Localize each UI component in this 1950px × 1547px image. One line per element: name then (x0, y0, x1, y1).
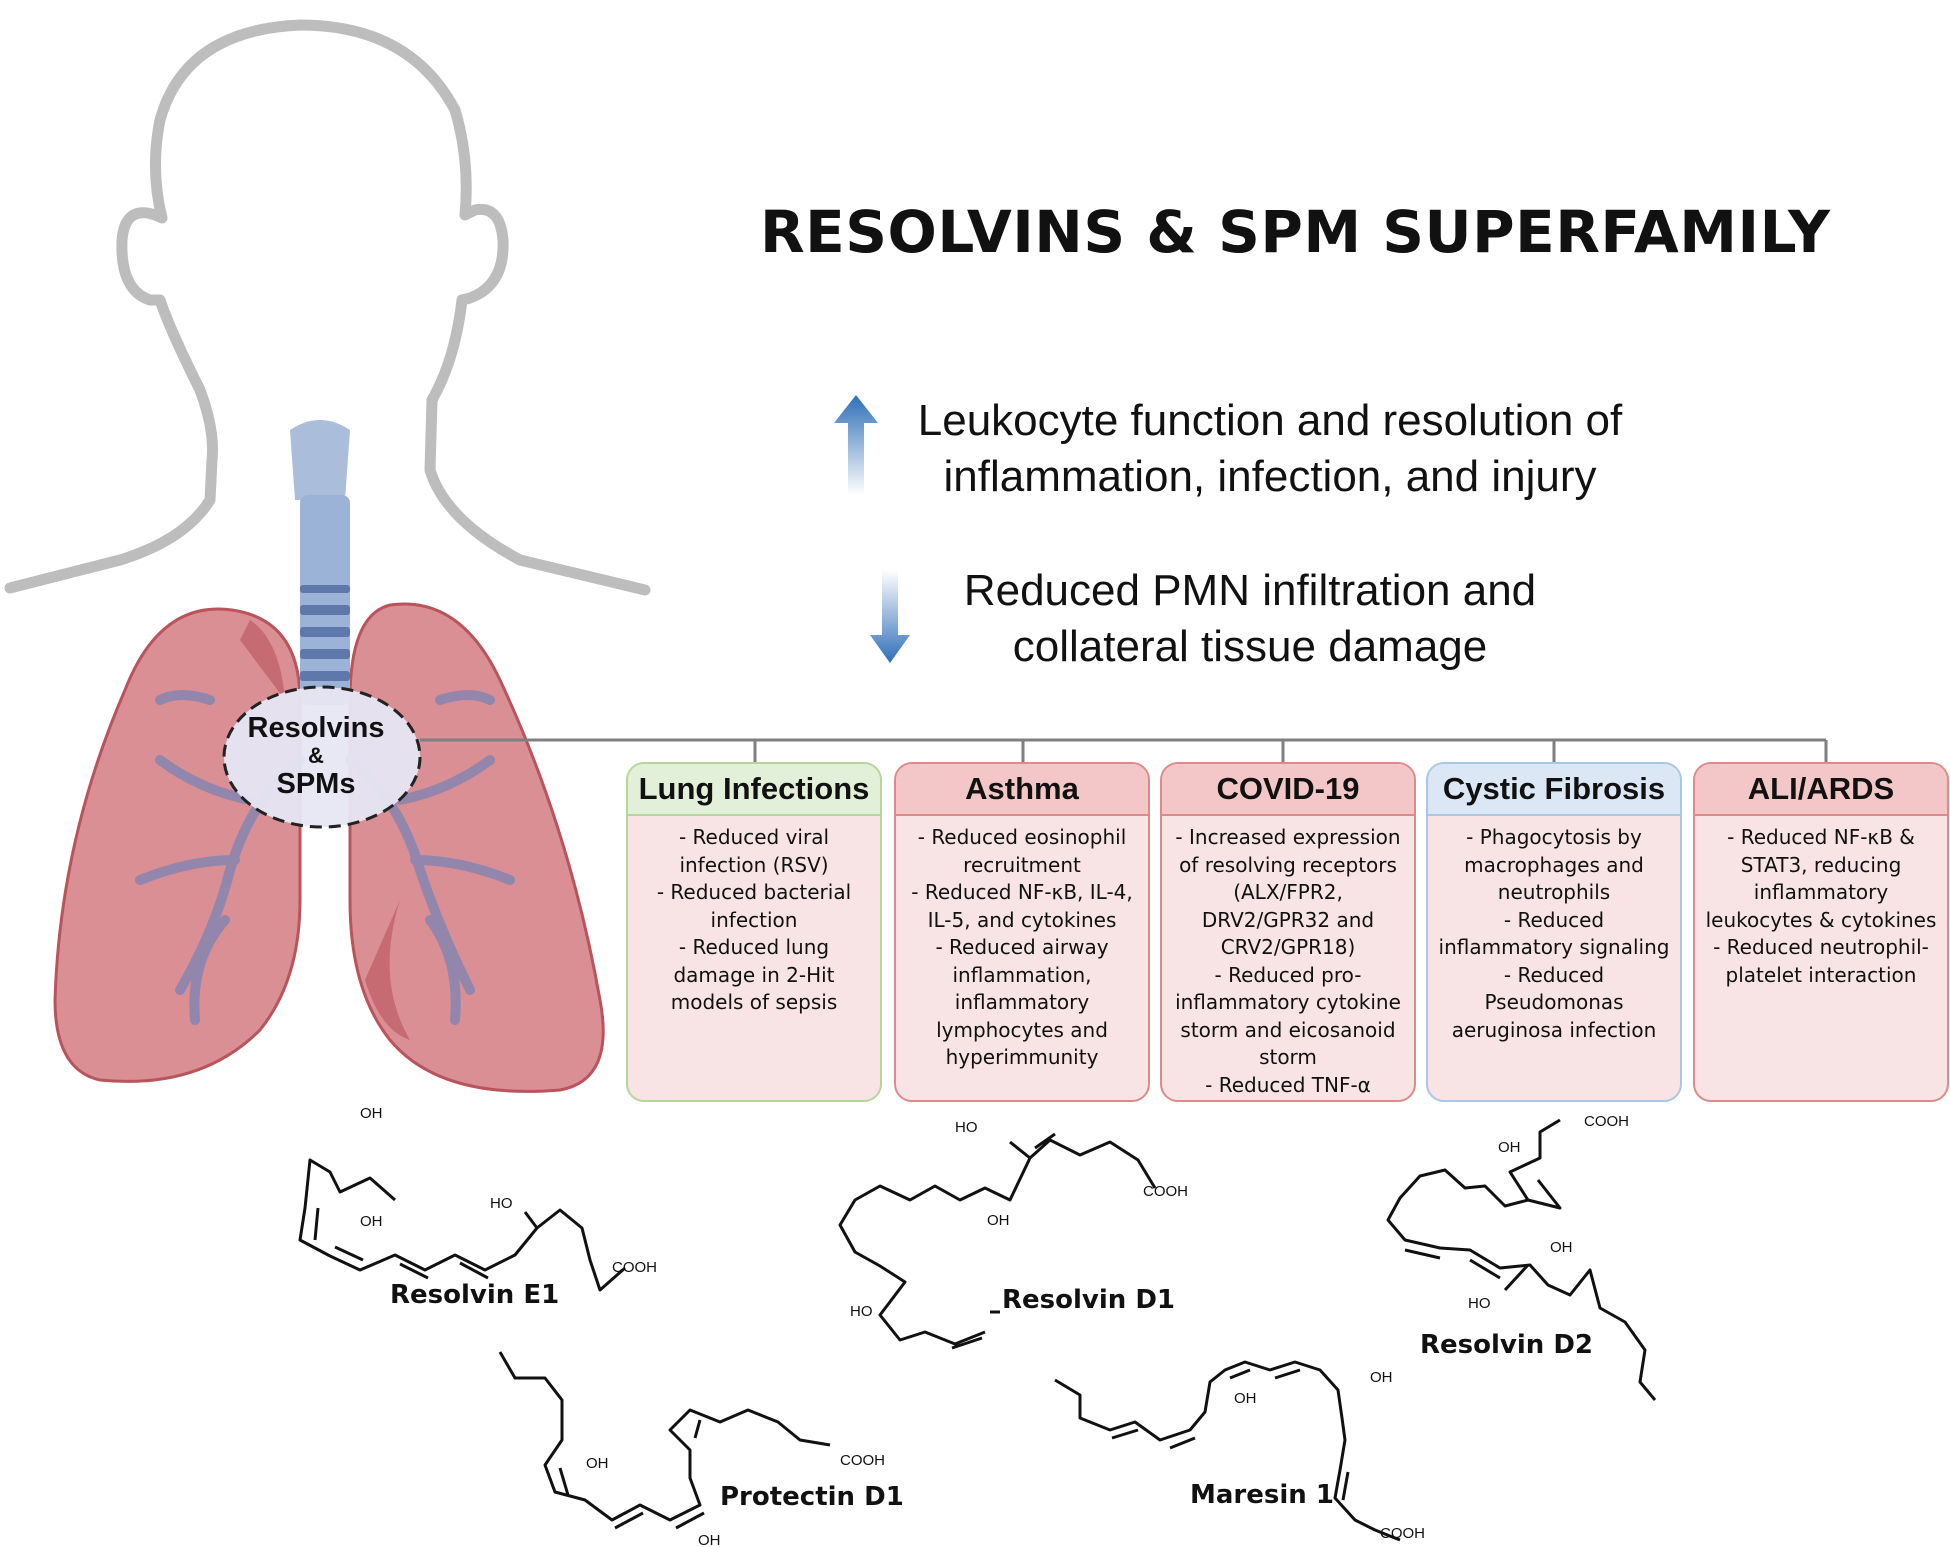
up-arrow-icon (834, 395, 878, 495)
condition-item: Reduced neutrophil-platelet interaction (1705, 934, 1937, 989)
condition-item: Reduced bacterial infection (638, 879, 870, 934)
condition-item: Reduced eosinophil recruitment (906, 824, 1138, 879)
molecule-label-resolvin-e1: Resolvin E1 (390, 1280, 560, 1310)
resolvin-e1-structure (298, 1158, 626, 1292)
badge-line1: Resolvins (247, 712, 385, 744)
svg-text:OH: OH (1370, 1369, 1393, 1386)
molecule-label-resolvin-d1: Resolvin D1 (1002, 1285, 1175, 1315)
condition-title: Cystic Fibrosis (1428, 764, 1680, 816)
svg-text:COOH: COOH (1380, 1525, 1425, 1542)
molecule-label-protectin-d1: Protectin D1 (720, 1482, 904, 1512)
condition-title: Asthma (896, 764, 1148, 816)
maresin-1-structure (1054, 1360, 1401, 1542)
svg-text:HO: HO (850, 1303, 873, 1320)
right-lung-shadow (365, 900, 410, 1040)
condition-box-asthma: Asthma Reduced eosinophil recruitment Re… (894, 762, 1150, 1102)
effect-up-text: Leukocyte function and resolution of inf… (880, 393, 1660, 505)
molecule-label-resolvin-d2: Resolvin D2 (1420, 1330, 1593, 1360)
head-silhouette (4, 19, 651, 596)
svg-text:COOH: COOH (1143, 1183, 1188, 1200)
functional-groups: OH OH HO COOH HO OH HO COOH COOH OH OH H… (360, 1105, 1629, 1547)
condition-box-covid-19: COVID-19 Increased expression of resolvi… (1160, 762, 1416, 1102)
condition-item: Reduced airway inflammation, inflammator… (906, 934, 1138, 1072)
svg-text:OH: OH (1498, 1139, 1521, 1156)
trachea-rings (300, 585, 350, 681)
spm-badge-ellipse (222, 685, 422, 829)
badge-line2: SPMs (276, 768, 356, 800)
anatomy-illustration (4, 19, 651, 1093)
svg-text:HO: HO (955, 1119, 978, 1136)
condition-box-ali-ards: ALI/ARDS Reduced NF-κB & STAT3, reducing… (1693, 762, 1949, 1102)
effect-up-line2: inflammation, infection, and injury (943, 452, 1597, 501)
svg-text:HO: HO (1468, 1295, 1491, 1312)
effect-down-line2: collateral tissue damage (1012, 622, 1488, 671)
svg-text:COOH: COOH (1584, 1113, 1629, 1130)
condition-item: Reduced Pseudomonas aeruginosa infection (1438, 962, 1670, 1045)
right-lung (348, 602, 605, 1093)
connector-lines (420, 738, 1828, 762)
down-arrow-icon (870, 570, 910, 663)
condition-item: Reduced lung damage in 2-Hit models of s… (638, 934, 870, 1017)
badge-amp: & (308, 743, 324, 768)
condition-box-lung-infections: Lung Infections Reduced viral infection … (626, 762, 882, 1102)
resolvin-d1-structure (838, 1132, 1157, 1350)
condition-title: COVID-19 (1162, 764, 1414, 816)
svg-text:OH: OH (698, 1532, 721, 1547)
condition-item: Reduced inflammatory signaling (1438, 907, 1670, 962)
left-lung-shadow (240, 620, 285, 700)
condition-item: Reduced TNF-α production (1172, 1072, 1404, 1101)
condition-item: Reduced viral infection (RSV) (638, 824, 870, 879)
spm-badge: Resolvins & SPMs (196, 712, 436, 800)
condition-box-cystic-fibrosis: Cystic Fibrosis Phagocytosis by macropha… (1426, 762, 1682, 1102)
resolvin-d2-structure (1386, 1118, 1657, 1401)
effect-down-line1: Reduced PMN infiltration and (963, 566, 1537, 615)
svg-text:COOH: COOH (612, 1259, 657, 1276)
condition-item: Increased expression of resolving recept… (1172, 824, 1404, 962)
effect-arrows (834, 395, 910, 663)
svg-text:COOH: COOH (840, 1452, 885, 1469)
svg-text:OH: OH (987, 1212, 1010, 1229)
effect-up-line1: Leukocyte function and resolution of (917, 396, 1623, 445)
molecule-label-maresin-1: Maresin 1 (1190, 1480, 1334, 1510)
condition-title: Lung Infections (628, 764, 880, 816)
condition-item: Phagocytosis by macrophages and neutroph… (1438, 824, 1670, 907)
larynx (290, 420, 350, 500)
condition-item: Reduced pro-inflammatory cytokine storm … (1172, 962, 1404, 1072)
svg-text:OH: OH (586, 1455, 609, 1472)
condition-item: Reduced NF-κB, IL-4, IL-5, and cytokines (906, 879, 1138, 934)
svg-text:OH: OH (360, 1105, 383, 1122)
svg-text:OH: OH (1234, 1390, 1257, 1407)
chemical-structures: OH OH HO COOH HO OH HO COOH COOH OH OH H… (298, 1105, 1657, 1547)
svg-text:HO: HO (490, 1195, 513, 1212)
svg-text:OH: OH (1550, 1239, 1573, 1256)
svg-text:OH: OH (360, 1213, 383, 1230)
condition-item: Reduced NF-κB & STAT3, reducing inflamma… (1705, 824, 1937, 934)
effect-down-text: Reduced PMN infiltration and collateral … (920, 563, 1580, 675)
protectin-d1-structure (498, 1351, 831, 1530)
page-title: RESOLVINS & SPM SUPERFAMILY (760, 198, 1831, 266)
condition-title: ALI/ARDS (1695, 764, 1947, 816)
